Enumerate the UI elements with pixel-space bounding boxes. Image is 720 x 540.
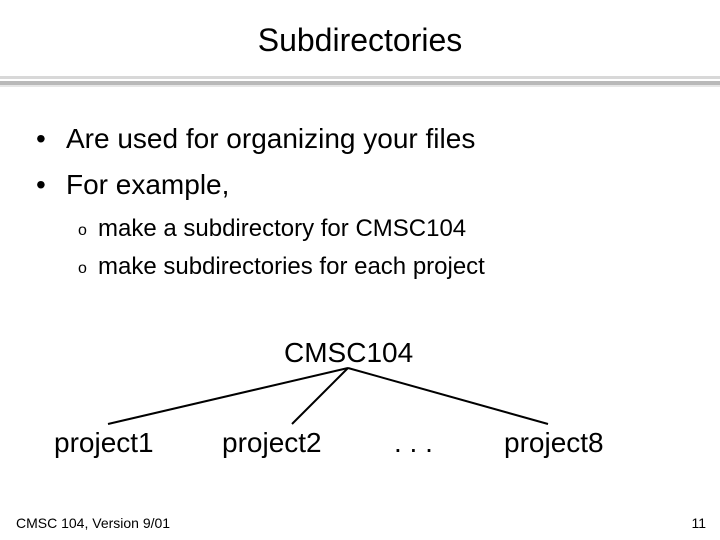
bullet-marker: • [36, 169, 46, 200]
footer-page-number: 11 [691, 515, 706, 531]
bullet-text: For example, [66, 169, 230, 200]
tree-child-node: project8 [504, 427, 604, 458]
sub-bullet-text: make subdirectories for each project [98, 253, 485, 280]
footer-course-version: CMSC 104, Version 9/01 [16, 515, 171, 531]
title-divider [0, 76, 720, 87]
sub-bullet-text: make a subdirectory for CMSC104 [98, 215, 467, 242]
sub-bullet-marker: o [78, 260, 87, 277]
bullet-item: • Are used for organizing your files [36, 122, 475, 156]
tree-edge [291, 367, 349, 425]
bullet-text: Are used for organizing your files [66, 123, 476, 154]
slide-title: Subdirectories [257, 22, 463, 58]
tree-child-node: project2 [222, 427, 322, 458]
sub-bullet-item: o make a subdirectory for CMSC104 [78, 214, 466, 246]
sub-bullet-marker: o [78, 222, 87, 239]
tree-child-node: project1 [54, 427, 154, 458]
bullet-item: • For example, [36, 168, 229, 202]
tree-ellipsis-node: . . . [394, 427, 433, 458]
tree-root-node: CMSC104 [284, 337, 414, 368]
tree-edge [107, 367, 349, 425]
tree-edge [347, 367, 549, 425]
bullet-marker: • [36, 123, 46, 154]
sub-bullet-item: o make subdirectories for each project [78, 252, 485, 284]
